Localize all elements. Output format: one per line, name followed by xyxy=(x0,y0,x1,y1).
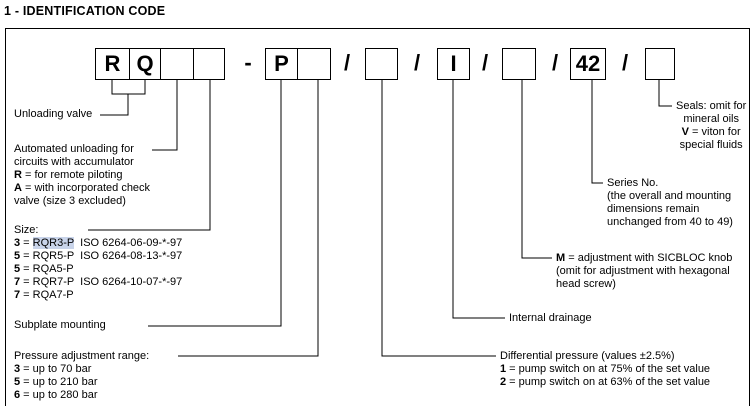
label-diff: Differential pressure (values ±2.5%) 1 =… xyxy=(500,350,711,388)
leader-seals xyxy=(658,80,672,107)
leader-subplate xyxy=(148,80,282,327)
pressure-row: 6 = up to 280 bar xyxy=(14,389,98,401)
code-slash-4: / xyxy=(551,50,559,75)
leader-unloading-stem xyxy=(100,94,129,116)
label-adjust: M = adjustment with SICBLOC knob (omit f… xyxy=(556,252,733,290)
automated-a: A = with incorporated check xyxy=(14,182,150,195)
section-heading: 1 - IDENTIFICATION CODE xyxy=(4,4,166,18)
automated-a-text: = with incorporated check xyxy=(21,182,151,194)
label-pressure: Pressure adjustment range: 3 = up to 70 … xyxy=(14,350,149,402)
leader-size xyxy=(88,80,211,231)
leader-adjust xyxy=(521,80,552,259)
leader-series xyxy=(591,80,603,184)
label-series: Series No. (the overall and mounting dim… xyxy=(607,177,733,228)
automated-r-key: R xyxy=(14,169,22,181)
label-seals: Seals: omit for mineral oils V = viton f… xyxy=(676,100,747,151)
code-box-8: I xyxy=(437,48,470,80)
code-box-9 xyxy=(502,48,536,80)
leader-pressure xyxy=(178,80,319,357)
code-slash-5: / xyxy=(621,50,629,75)
code-box-4 xyxy=(193,48,225,80)
automated-line1: Automated unloading for xyxy=(14,143,134,155)
size-row: 3 = RQR3-P ISO 6264-06-09-*-97 xyxy=(14,237,183,249)
code-slash-3: / xyxy=(481,50,489,75)
code-box-10: 42 xyxy=(570,48,606,80)
leader-automated xyxy=(152,80,178,151)
code-frame xyxy=(5,28,750,406)
code-box-7 xyxy=(365,48,398,80)
label-unloading: Unloading valve xyxy=(14,108,93,120)
automated-line2: circuits with accumulator xyxy=(14,156,134,168)
pressure-row: 5 = up to 210 bar xyxy=(14,376,98,388)
code-box-11 xyxy=(645,48,675,80)
code-slash-2: / xyxy=(413,50,421,75)
code-slash-1: / xyxy=(343,50,351,75)
leader-unloading xyxy=(111,80,146,95)
size-row: 5 = RQR5-P ISO 6264-08-13-*-97 xyxy=(14,250,183,262)
automated-r: R = for remote piloting xyxy=(14,169,150,182)
label-subplate: Subplate mounting xyxy=(14,319,106,331)
automated-line5: valve (size 3 excluded) xyxy=(14,195,126,207)
automated-a-key: A xyxy=(14,182,22,194)
size-title: Size: xyxy=(14,224,39,236)
code-dash: - xyxy=(244,50,252,75)
size-model-highlight: RQR3-P xyxy=(32,237,75,249)
size-row: 7 = RQA7-P xyxy=(14,289,74,301)
label-drainage: Internal drainage xyxy=(509,312,592,324)
code-box-6 xyxy=(297,48,331,80)
automated-r-text: = for remote piloting xyxy=(21,169,123,181)
size-row: 7 = RQR7-P ISO 6264-10-07-*-97 xyxy=(14,276,183,288)
label-automated: Automated unloading for circuits with ac… xyxy=(14,143,150,208)
pressure-title: Pressure adjustment range: xyxy=(14,350,150,362)
leader-drainage xyxy=(452,80,505,319)
label-size: Size: 3 = RQR3-P ISO 6264-06-09-*-97 5 =… xyxy=(14,224,182,302)
pressure-row: 3 = up to 70 bar xyxy=(14,363,92,375)
leader-diff xyxy=(381,80,496,357)
size-row: 5 = RQA5-P xyxy=(14,263,74,275)
